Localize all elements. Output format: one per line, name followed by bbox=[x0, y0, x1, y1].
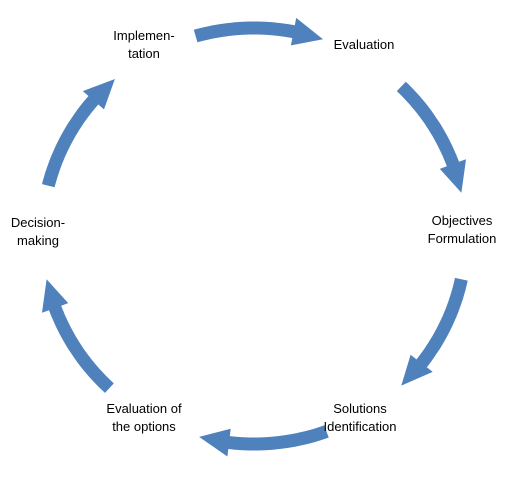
node-decision-line-1: Decision- bbox=[10, 215, 66, 230]
node-objectives: Objectives Formulation bbox=[414, 212, 510, 248]
node-solutions-line-2: Identification bbox=[323, 419, 397, 434]
arrow-decision-to-implementation bbox=[42, 79, 115, 188]
node-evaluation: Evaluation bbox=[316, 36, 412, 54]
node-solutions-line-1: Solutions bbox=[333, 401, 387, 416]
node-solutions: Solutions Identification bbox=[312, 400, 408, 436]
node-decision-line-2: making bbox=[17, 233, 59, 248]
node-objectives-line-1: Objectives bbox=[431, 213, 493, 228]
node-options: Evaluation of the options bbox=[96, 400, 192, 436]
node-implementation-line-2: tation bbox=[128, 46, 160, 61]
arrow-evaluation-to-objectives bbox=[396, 81, 466, 193]
node-objectives-line-2: Formulation bbox=[427, 231, 497, 246]
arrow-objectives-to-solutions bbox=[401, 277, 468, 386]
node-implementation-line-1: Implemen- bbox=[113, 28, 175, 43]
node-evaluation-line-1: Evaluation bbox=[333, 37, 395, 52]
node-decision: Decision- making bbox=[0, 214, 86, 250]
node-implementation: Implemen- tation bbox=[96, 27, 192, 63]
node-options-line-2: the options bbox=[112, 419, 176, 434]
arrow-options-to-decision bbox=[42, 279, 114, 393]
arrow-solutions-to-options bbox=[199, 425, 329, 457]
arrow-implementation-to-evaluation bbox=[193, 17, 323, 46]
node-options-line-1: Evaluation of bbox=[106, 401, 182, 416]
